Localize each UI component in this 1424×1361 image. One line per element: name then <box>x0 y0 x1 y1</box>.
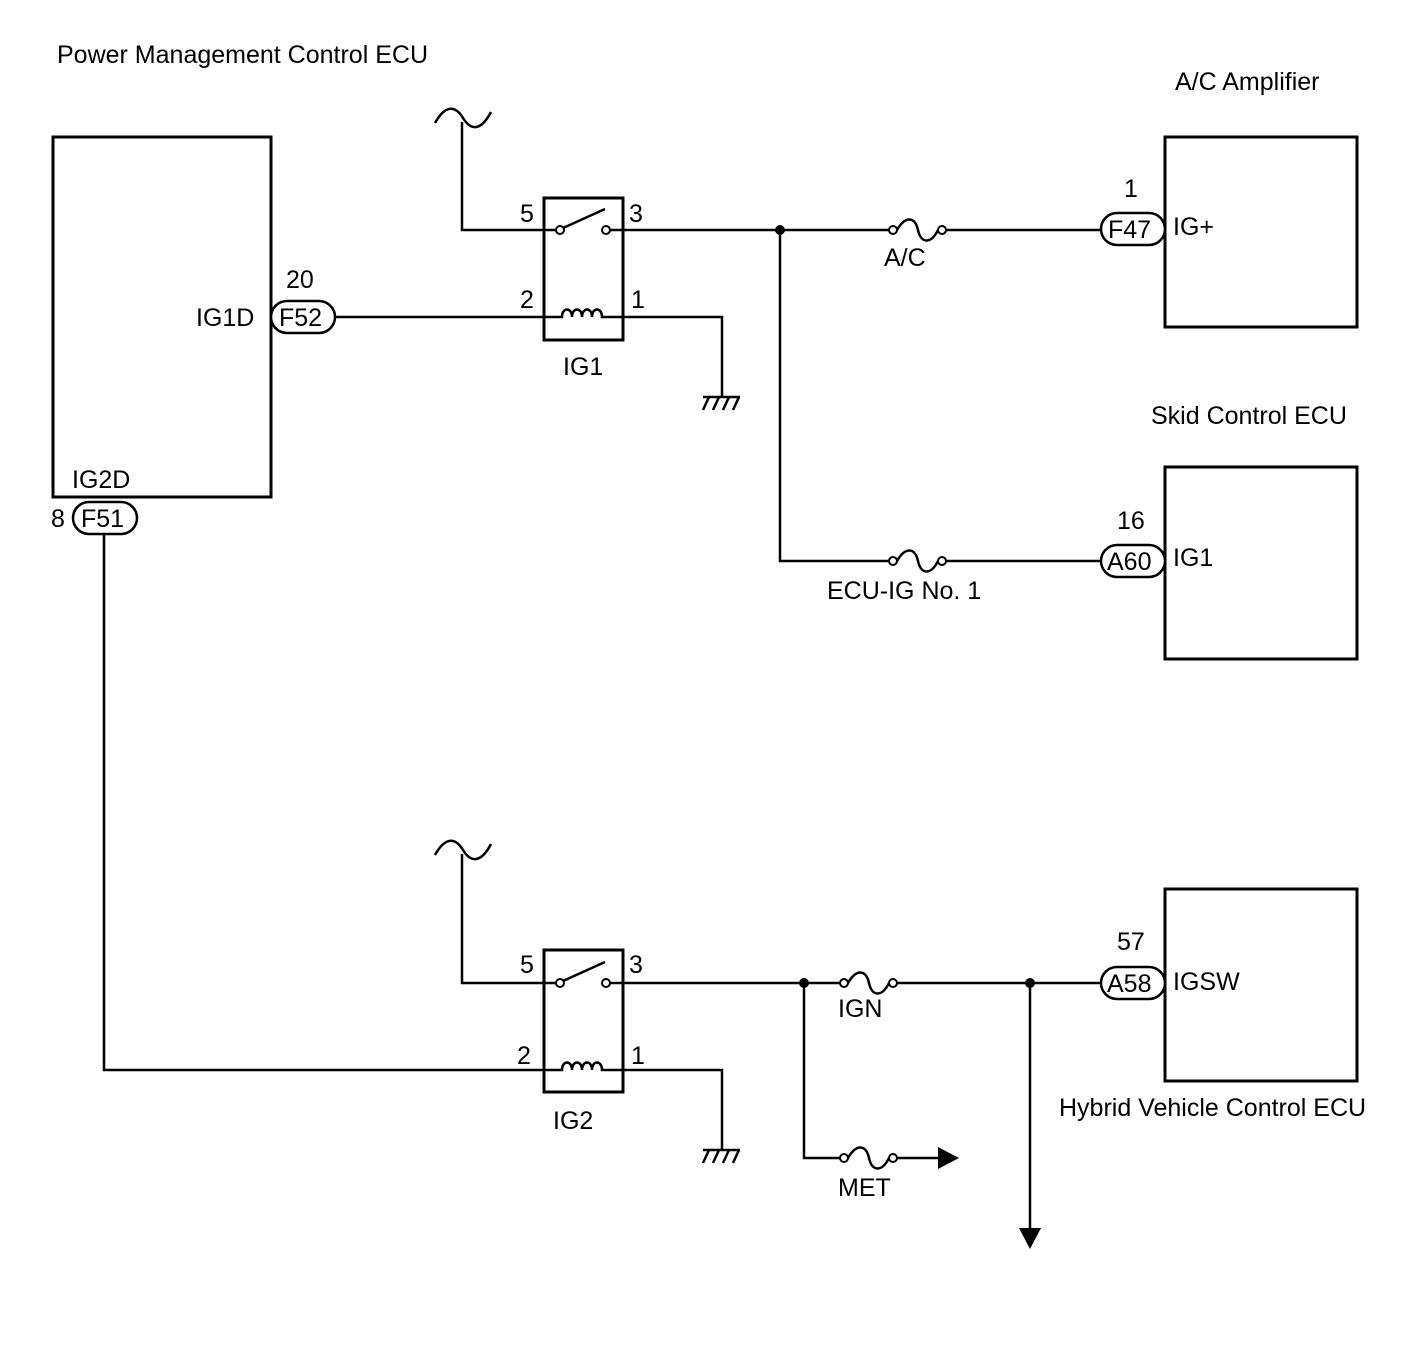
ground-1-symbol <box>701 395 741 411</box>
fuse-ac-label: A/C <box>884 244 926 272</box>
pin-1-label: 1 <box>1124 175 1138 203</box>
ig1-terminal-5: 5 <box>520 200 534 228</box>
power-source-2-symbol <box>433 839 493 861</box>
ig2-relay-label: IG2 <box>553 1107 593 1135</box>
ig2-terminal-3: 3 <box>629 951 643 979</box>
hybrid-vehicle-ecu-title: Hybrid Vehicle Control ECU <box>1059 1094 1366 1122</box>
fuse-ign <box>839 971 898 995</box>
connector-a60-label: A60 <box>1107 548 1151 576</box>
pin-57-label: 57 <box>1117 928 1145 956</box>
met-branch-wire <box>802 983 840 1160</box>
ig2-terminal-2: 2 <box>517 1042 531 1070</box>
connector-f52-label: F52 <box>279 304 322 332</box>
pin-igplus-label: IG+ <box>1173 213 1214 241</box>
ig2d-wire <box>102 534 544 1072</box>
ig2-switch-contact-5 <box>555 978 565 988</box>
pin-ig1-label: IG1 <box>1173 544 1213 572</box>
ig2-ground-wire <box>623 1068 724 1150</box>
connector-f47 <box>1099 211 1167 247</box>
ign-down-arrow <box>1019 1228 1041 1249</box>
ig2-terminal-5: 5 <box>520 951 534 979</box>
ig2-relay-box <box>542 948 625 1094</box>
connector-f47-label: F47 <box>1108 216 1151 244</box>
ig1-relay-box <box>542 196 625 342</box>
fuse-ac <box>888 218 947 242</box>
ig1-switch-contact-3 <box>601 225 611 235</box>
fuse-ecu-ig-no1 <box>888 549 947 573</box>
ig2-switch-arm <box>562 960 606 983</box>
ig1-switch-contact-5 <box>555 225 565 235</box>
pin-8-label: 8 <box>51 505 65 533</box>
ac-amplifier-title: A/C Amplifier <box>1175 68 1319 96</box>
ig2-supply-wire <box>460 854 558 985</box>
pin-20-label: 20 <box>286 266 314 294</box>
ig1-switch-arm <box>562 207 606 230</box>
ig1-coil <box>544 308 623 319</box>
pin-16-label: 16 <box>1117 507 1145 535</box>
ig1-terminal-2: 2 <box>520 286 534 314</box>
ig1-relay-label: IG1 <box>563 353 603 381</box>
pin-ig2d-label: IG2D <box>72 466 130 494</box>
connector-f51-label: F51 <box>81 505 124 533</box>
fuse-ign-label: IGN <box>838 995 882 1023</box>
ig1-terminal-3: 3 <box>629 200 643 228</box>
ig2-relay: 5 3 2 1 IG2 <box>517 948 645 1135</box>
ground-2-symbol <box>701 1148 741 1164</box>
ig2-coil <box>544 1061 623 1072</box>
ig1-ground-wire <box>623 315 724 397</box>
power-source-1-symbol <box>433 107 493 129</box>
ig1-terminal-1: 1 <box>631 286 645 314</box>
ig1-supply-wire <box>460 122 558 232</box>
connector-a60 <box>1099 543 1167 579</box>
connector-a58 <box>1099 965 1167 1001</box>
fuse-met <box>839 1146 898 1170</box>
ecu-ig-branch-wire <box>778 230 889 563</box>
skid-control-ecu-title: Skid Control ECU <box>1151 402 1347 430</box>
pin-ig1d-label: IG1D <box>196 304 254 332</box>
pin-igsw-label: IGSW <box>1173 968 1240 996</box>
fuse-ecu-ig-label: ECU-IG No. 1 <box>827 577 981 605</box>
ig2-switch-contact-3 <box>601 978 611 988</box>
ig1-relay: 5 3 2 1 IG1 <box>520 196 645 381</box>
ig2-terminal-1: 1 <box>631 1042 645 1070</box>
connector-a58-label: A58 <box>1107 970 1151 998</box>
power-management-ecu-title: Power Management Control ECU <box>57 41 428 69</box>
met-right-arrow <box>938 1147 959 1169</box>
fuse-met-label: MET <box>838 1174 891 1202</box>
